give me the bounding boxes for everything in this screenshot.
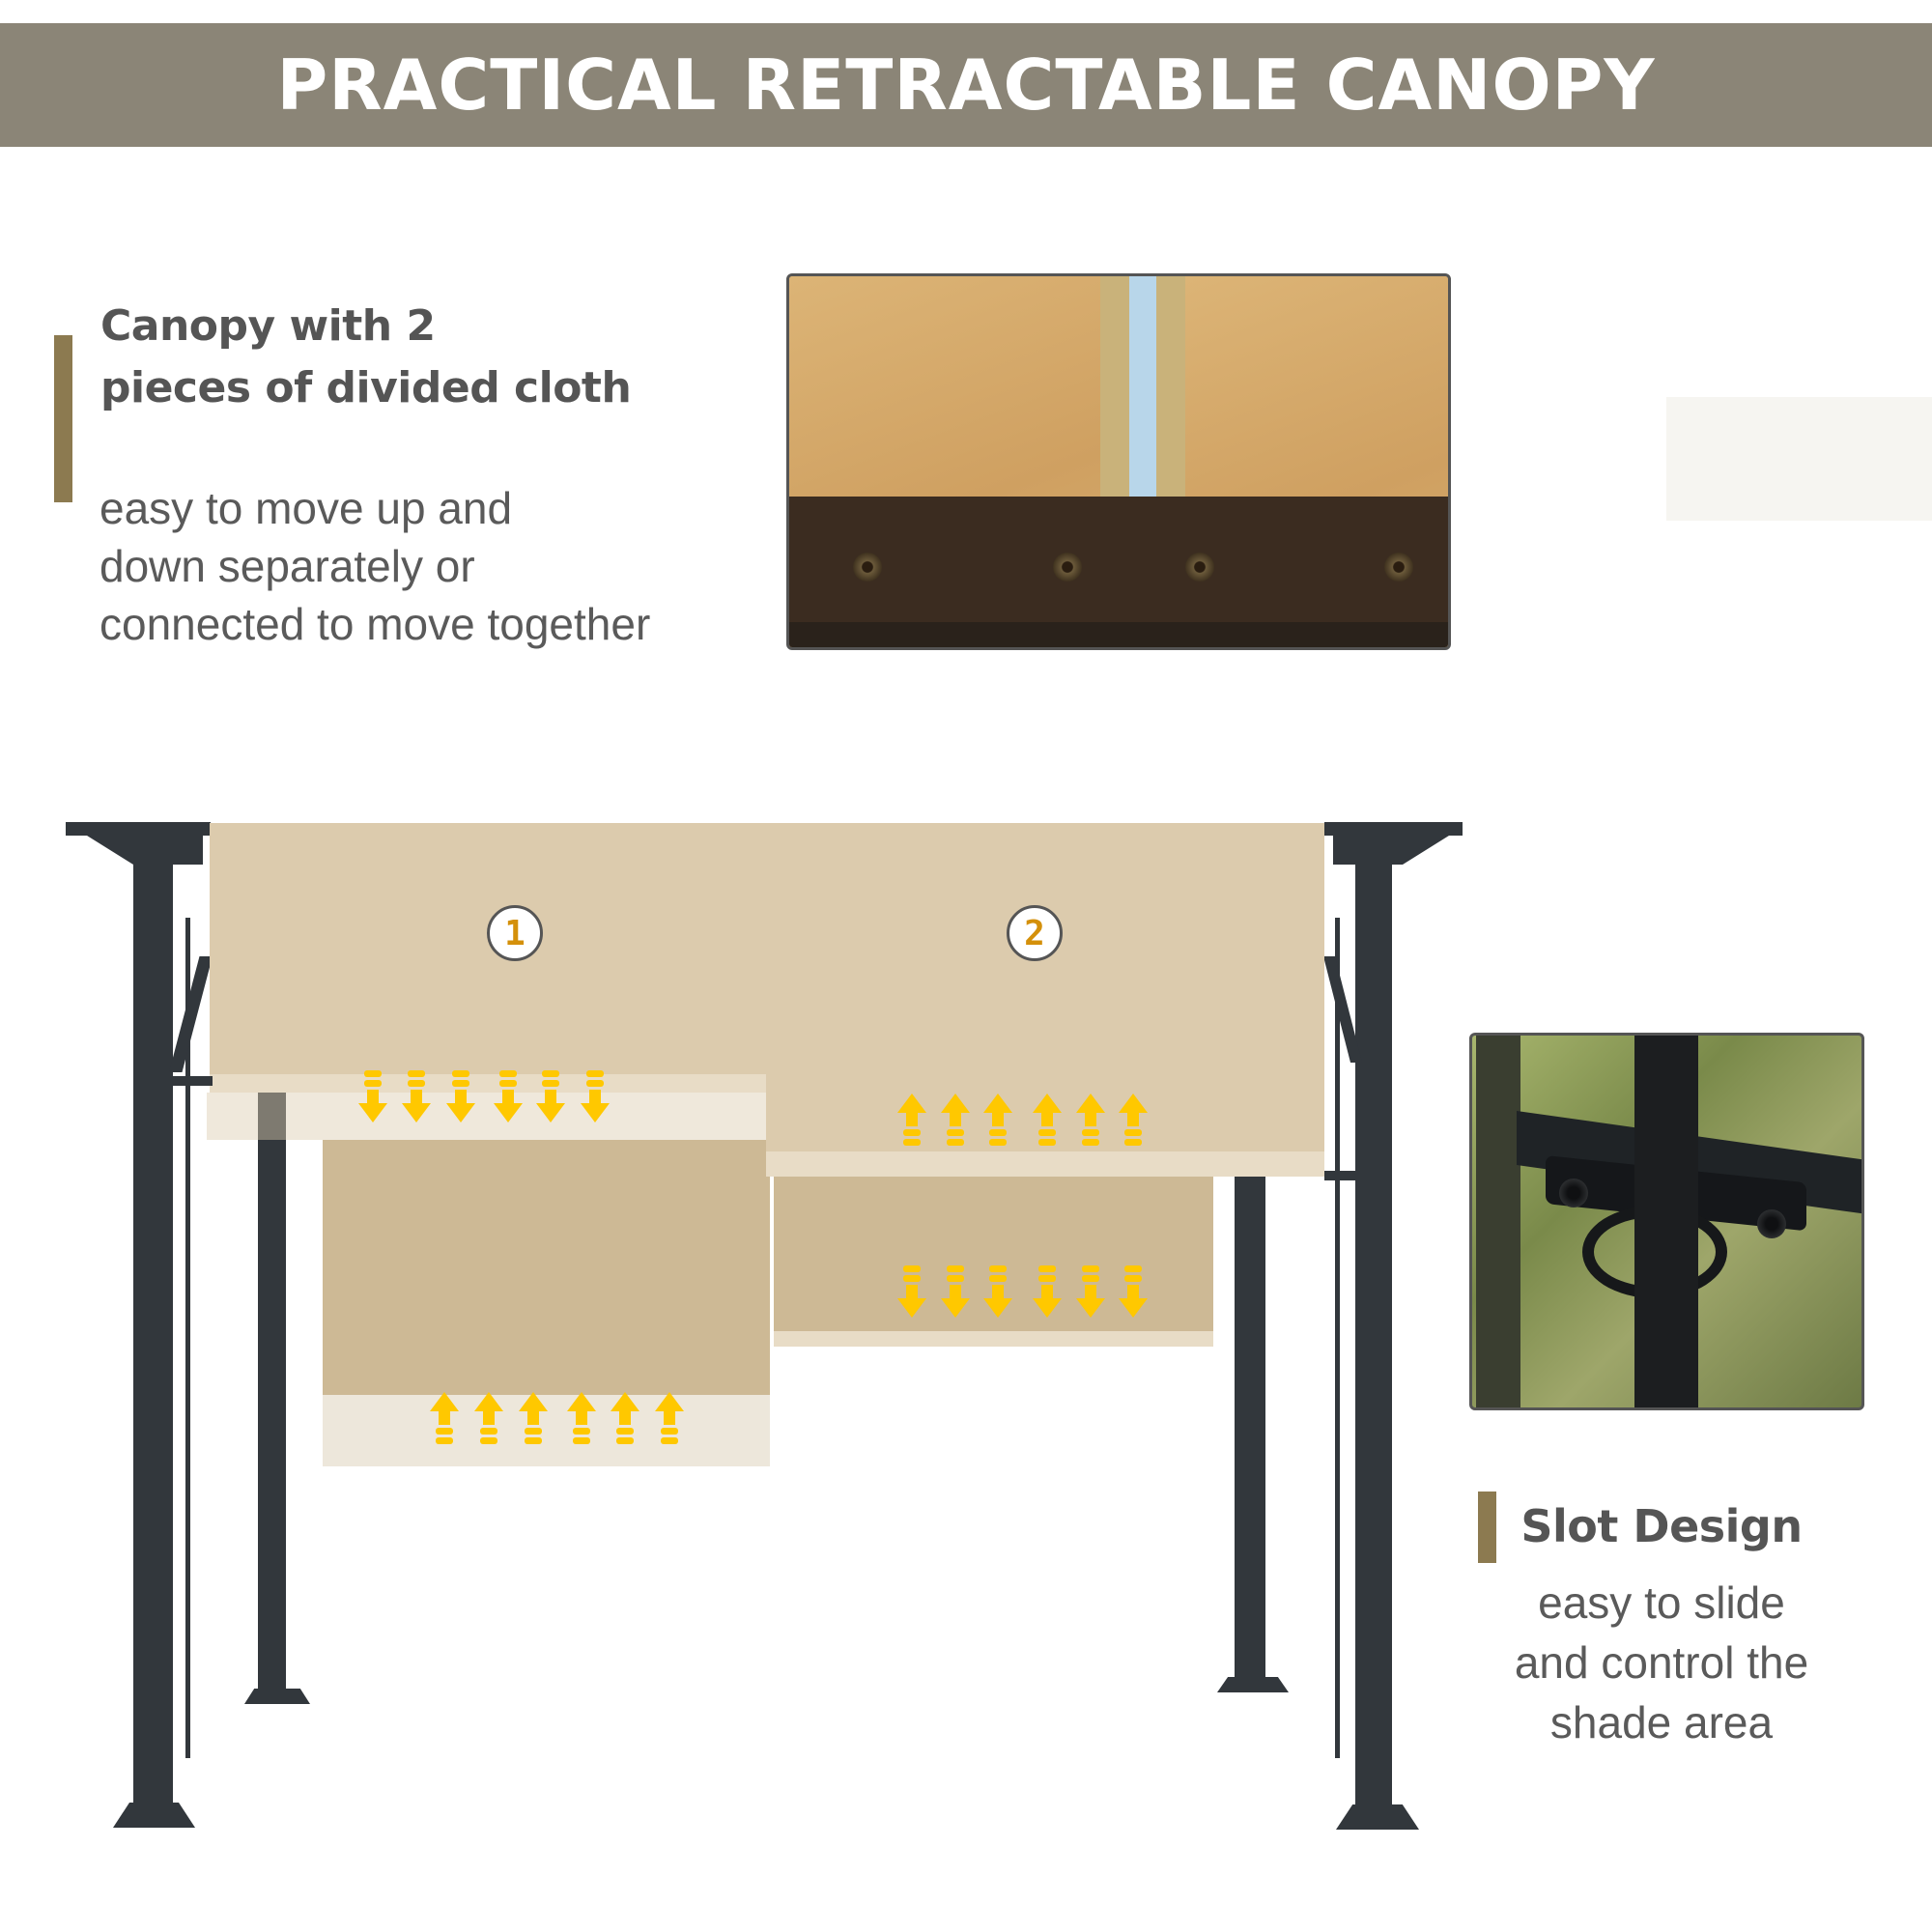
foot <box>244 1689 310 1704</box>
arrow-up-icon <box>1033 1094 1062 1146</box>
panel-number-2: 2 <box>1007 905 1063 961</box>
bolt-icon <box>1559 1179 1588 1208</box>
beam <box>789 497 1448 622</box>
body-line-1: easy to slide <box>1538 1577 1785 1628</box>
panel-number-1: 1 <box>487 905 543 961</box>
arrow-down-icon <box>897 1265 926 1318</box>
arrow-up-icon <box>1119 1094 1148 1146</box>
bolt-icon <box>1384 553 1413 582</box>
arrow-up-icon <box>611 1392 639 1444</box>
post-back-right <box>1235 1177 1265 1692</box>
slot-ring-photo <box>1469 1033 1864 1410</box>
arrow-down-icon <box>536 1070 565 1122</box>
heading-line-1: Canopy with 2 <box>100 301 436 351</box>
arrow-down-icon <box>446 1070 475 1122</box>
canopy-panel-1 <box>210 823 766 1074</box>
arrow-up-icon <box>474 1392 503 1444</box>
bolt-icon <box>1185 553 1214 582</box>
pole <box>1634 1036 1698 1407</box>
foot <box>1336 1804 1419 1830</box>
bolt-icon <box>1053 553 1082 582</box>
top-beam-left <box>66 822 211 836</box>
arrow-down-icon <box>1076 1265 1105 1318</box>
post-back-left <box>258 1084 286 1702</box>
arrow-down-icon <box>983 1265 1012 1318</box>
arrow-down-icon <box>358 1070 387 1122</box>
accent-bar-right <box>1478 1492 1496 1563</box>
top-beam-right <box>1324 822 1463 836</box>
arrow-up-icon <box>983 1094 1012 1146</box>
arrow-up-icon <box>941 1094 970 1146</box>
post-front-left <box>133 850 173 1808</box>
canopy-panel-1-extended <box>323 1140 770 1395</box>
arrow-up-icon <box>655 1392 684 1444</box>
canopy-joint-photo <box>786 273 1451 650</box>
arrow-down-icon <box>1119 1265 1148 1318</box>
bolt-icon <box>853 553 882 582</box>
arrow-up-icon <box>430 1392 459 1444</box>
body-line-3: connected to move together <box>99 599 651 649</box>
arrow-up-icon <box>567 1392 596 1444</box>
arrow-up-icon <box>519 1392 548 1444</box>
arrow-down-icon <box>581 1070 610 1122</box>
arrow-down-icon <box>494 1070 523 1122</box>
body-line-3: shade area <box>1549 1697 1774 1747</box>
arrow-up-icon <box>1076 1094 1105 1146</box>
bolt-icon <box>1757 1209 1786 1238</box>
arrow-up-icon <box>897 1094 926 1146</box>
body-line-2: and control the <box>1514 1637 1809 1688</box>
body-line-1: easy to move up and <box>99 483 513 533</box>
foot <box>113 1803 195 1828</box>
heading-line-2: pieces of divided cloth <box>100 363 632 412</box>
arrow-down-icon <box>1033 1265 1062 1318</box>
body-line-2: down separately or <box>99 541 475 591</box>
accent-bar-left <box>54 335 72 502</box>
feature-left-heading: Canopy with 2 pieces of divided cloth <box>100 296 632 419</box>
arrow-down-icon <box>402 1070 431 1122</box>
arrow-down-icon <box>941 1265 970 1318</box>
decorative-panel <box>1666 397 1932 521</box>
post-front-right <box>1355 850 1392 1810</box>
feature-right-body: easy to slide and control the shade area <box>1468 1573 1855 1752</box>
foot <box>1217 1677 1289 1692</box>
page-title: PRACTICAL RETRACTABLE CANOPY <box>276 44 1656 126</box>
feature-left-body: easy to move up and down separately or c… <box>99 479 650 653</box>
feature-right-heading: Slot Design <box>1520 1500 1803 1552</box>
header-band: PRACTICAL RETRACTABLE CANOPY <box>0 23 1932 147</box>
